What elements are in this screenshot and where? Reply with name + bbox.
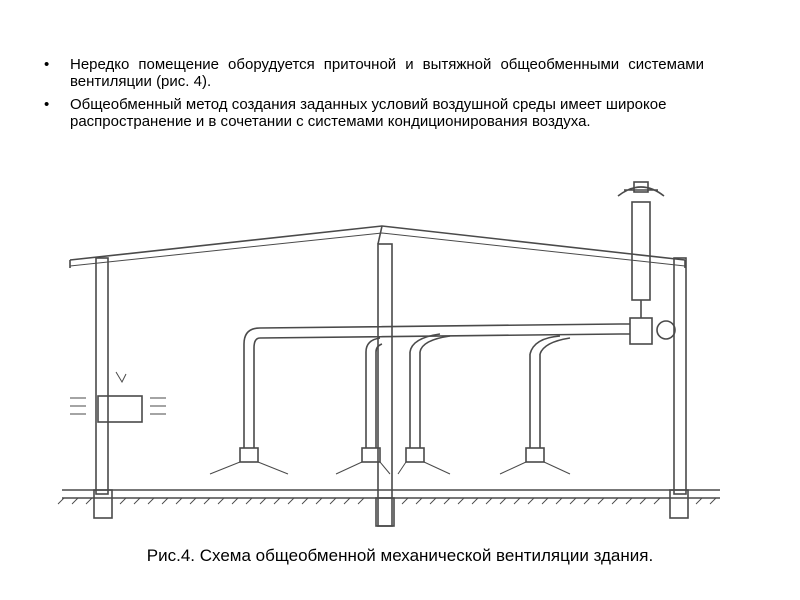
air-jets (209, 461, 571, 475)
diffuser-2 (361, 447, 381, 463)
pier-left (93, 489, 113, 519)
fan-wheel (656, 320, 676, 340)
roof-inner (69, 232, 686, 267)
supply-duct-main (259, 323, 630, 339)
bullet-list: Нередко помещение оборудуется приточной … (44, 56, 704, 136)
left-wall (95, 257, 109, 495)
duct-elbow (243, 327, 261, 349)
diffuser-3 (405, 447, 425, 463)
right-wall (673, 257, 687, 495)
fan-housing (629, 317, 653, 345)
diffuser-4 (525, 447, 545, 463)
supply-chamber (97, 395, 143, 423)
figure-caption: Рис.4. Схема общеобменной механической в… (146, 546, 654, 565)
duct-drop-3 (409, 352, 421, 448)
central-column (377, 243, 393, 527)
bullet-item: Нередко помещение оборудуется приточной … (44, 56, 704, 90)
diffuser-1 (239, 447, 259, 463)
deflector-cap (617, 186, 665, 197)
eave-left (69, 260, 686, 268)
pier-center (375, 497, 395, 527)
duct-drop-1 (243, 344, 255, 448)
ground-hatch (57, 497, 717, 505)
duct-drop-4 (529, 354, 541, 448)
pier-right (669, 489, 689, 519)
duct-drop-2 (365, 352, 377, 448)
ventilation-scheme-drawing (57, 181, 720, 527)
exhaust-shaft (631, 201, 651, 301)
bullet-item: Общеобменный метод создания заданных усл… (44, 96, 704, 130)
